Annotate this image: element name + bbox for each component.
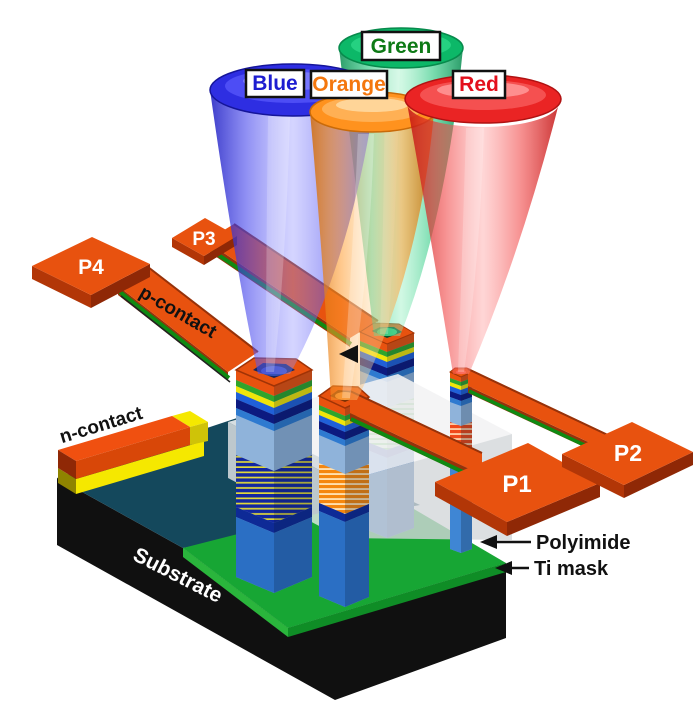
pad-front-left [32,266,91,308]
red-label-text: Red [459,73,499,96]
p4-pad: P4 [32,237,150,308]
orange-label-text: Orange [312,73,386,96]
blue-micropillar [234,357,314,593]
n-contact-bar [58,411,208,494]
layer-band [450,397,472,406]
label-frame [244,68,306,99]
pillar-base [319,511,369,607]
layer-band [236,507,312,533]
pad-front-right [507,483,600,536]
blue-label-text: Blue [252,72,298,95]
cone-body [310,112,434,400]
pad-top [172,218,237,256]
pillar-right-shade [345,397,369,607]
p2-pad: P2 [562,422,693,498]
yellow-layer-top [172,411,208,427]
label-frame [360,30,442,62]
pillar-right-shade [274,370,312,593]
label-frame [309,69,389,100]
p3-pad-label: P3 [192,229,215,250]
pointer-arrowhead [339,345,358,363]
arrowhead-icon [480,535,497,549]
substrate-body [57,478,506,700]
cone-highlight [458,128,484,372]
trace-rim [467,368,613,438]
ti-mask-label: Ti mask [534,558,609,580]
label-frame [451,69,507,100]
layer-band [319,503,369,522]
layer-band [236,386,312,408]
p2-trace [467,368,613,460]
arrowhead-icon [495,561,512,575]
layer-band [319,429,369,446]
trace-rim [147,266,259,353]
pillar-base [236,517,312,593]
pad-front-right [204,236,237,265]
ti-mask-front-right [288,563,506,637]
layer-band [450,391,472,401]
p-contact-trace [118,266,259,383]
pad-front-left [172,238,204,265]
orange-micropillar [317,385,371,607]
p1-pad: P1 [435,443,600,536]
pad-top [562,422,693,485]
red-emission-cone [404,74,562,374]
n-contact-front [76,427,190,479]
dbr-stack [236,455,312,523]
layer-band [236,392,312,415]
p4-pad-label: P4 [78,256,104,279]
layer-band [236,399,312,424]
trace-rim [349,390,483,454]
p3-pad: P3 [172,218,237,265]
pad-front-left [562,454,624,498]
layer-band [319,421,369,440]
layer-band [236,408,312,431]
trace-green-edge [118,290,231,380]
blue-label-box: Blue [244,68,306,99]
pad-top [32,237,150,295]
orange-emission-cone [309,91,435,400]
yellow-layer-front [76,441,204,494]
trace-top [468,368,612,453]
yellow-layer-left [58,468,76,494]
green-label-box: Green [360,30,442,62]
cone-highlight [342,134,374,398]
ti-mask-front-left [183,548,288,637]
cone-highlight [266,116,290,372]
cone-body [407,103,559,374]
red-label-box: Red [451,69,507,100]
polyimide-label: Polyimide [536,532,630,554]
trace-green-edge [350,417,483,483]
quantum-well-stack [319,463,369,514]
layer-band [236,370,312,396]
pad-front-right [91,264,150,308]
cone-cap-highlight [336,98,408,112]
p1-pad-label: P1 [502,471,531,498]
green-label-text: Green [371,35,432,58]
yellow-layer-right-end [190,422,208,445]
layer-band [236,380,312,402]
orange-label-box: Orange [309,69,389,100]
pad-front-left [435,482,507,536]
pad-front-right [624,452,693,498]
layer-band [450,386,472,395]
polyimide-annotation: Polyimide [480,532,630,554]
trace-dark-edge [120,295,231,383]
n-contact-left [58,450,76,479]
n-contact-top [58,416,190,461]
trace-top [118,267,258,372]
p1-trace [349,390,483,483]
trace-top [350,390,482,475]
p2-pad-label: P2 [614,440,642,466]
ti-mask-annotation: Ti mask [495,558,609,580]
pad-top [435,443,600,522]
